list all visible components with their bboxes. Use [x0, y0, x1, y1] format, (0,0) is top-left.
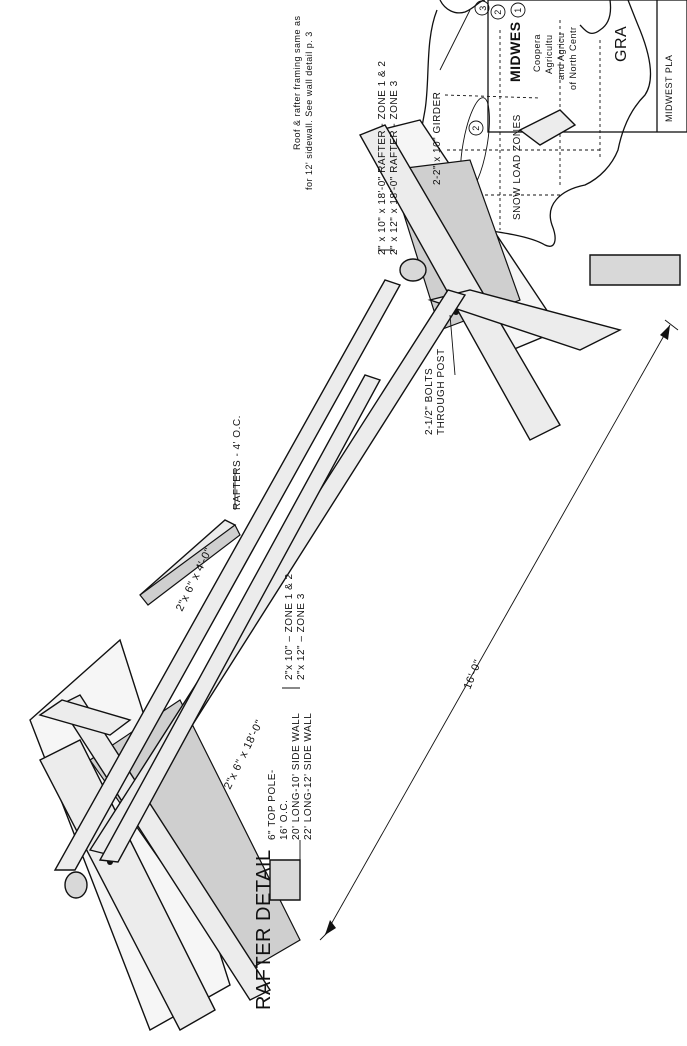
top-pole-line-1: 6" TOP POLE-	[267, 769, 278, 840]
map-zone-1: 1	[513, 7, 523, 13]
left-girder-line-2: 2"x 12" – ZONE 3	[296, 593, 307, 680]
title-block-footer: MIDWEST PLA	[664, 55, 674, 122]
header-note-line-1: Roof & rafter framing same as	[292, 15, 302, 150]
title-block-heading: MIDWES	[507, 21, 523, 82]
title-block-plan: GRA	[613, 26, 630, 62]
title-block: MIDWES Coopera Agricultu and Agricu of N…	[487, 0, 687, 133]
rafters-spacing-label: RAFTERS - 4' O.C.	[232, 415, 243, 510]
snow-load-label: SNOW LOAD ZONES	[512, 114, 523, 220]
top-pole-line-3: 20' LONG-10' SIDE WALL	[291, 713, 302, 840]
title-block-line-4: of North Centr	[568, 26, 578, 90]
title-block-line-2: Agricultu	[544, 34, 554, 74]
left-girder-line-1: 2"x 10" – ZONE 1 & 2	[284, 573, 295, 680]
rafter-size-line-2: 2" x 12" x 18'-0" RAFTER - ZONE 3	[389, 80, 400, 255]
top-pole-line-4: 22' LONG-12' SIDE WALL	[303, 713, 314, 840]
title-block-line-3: and Agricu	[556, 32, 566, 80]
top-pole-line-2: 16' O.C.	[279, 800, 290, 840]
map-zone-2: 2	[493, 9, 503, 15]
map-zone-2-west: 2	[471, 125, 481, 131]
rafters	[38, 109, 577, 871]
right-support	[359, 119, 681, 441]
title-block-line-1: Coopera	[532, 34, 542, 72]
rafter-size-line-1: 2" x 10" x 18'-0" RAFTER - ZONE 1 & 2	[377, 61, 388, 255]
map-zone-3: 3	[478, 5, 488, 11]
span-label: 16'-0"	[462, 658, 485, 691]
long-brace-label: 2"x 6" x 18'-0"	[222, 718, 266, 791]
header-note: Roof & rafter framing same as for 12' si…	[292, 15, 314, 190]
header-note-line-2: for 12' sidewall. See wall detail p. 3	[304, 31, 314, 190]
bolts-line-1: 2-1/2" BOLTS	[424, 368, 435, 435]
right-girder-label: 2-2" x 10" GIRDER	[432, 92, 443, 185]
drawing-title: RAFTER DETAIL	[253, 849, 275, 1010]
bolts-line-2: THROUGH POST	[436, 348, 447, 435]
